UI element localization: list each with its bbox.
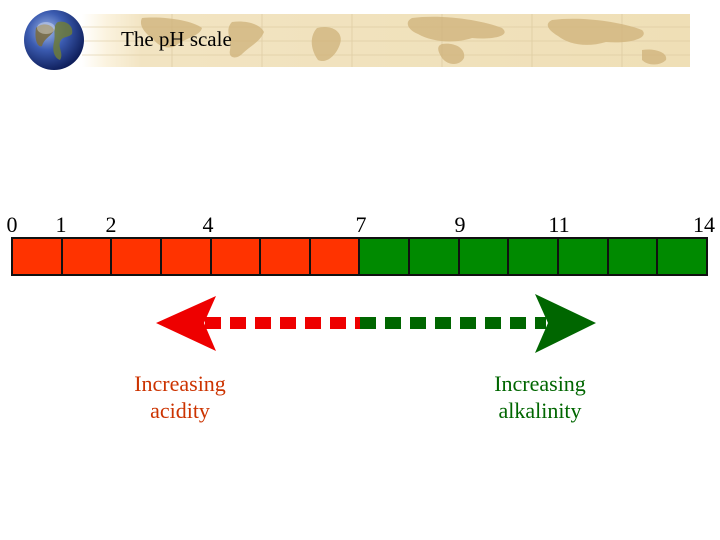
acid-segment-1	[62, 239, 113, 274]
tick-label-0: 0	[6, 212, 18, 237]
alkalinity-caption: Increasing alkalinity	[440, 370, 640, 424]
page-title: The pH scale	[121, 27, 232, 51]
title-banner	[82, 14, 690, 67]
acidity-caption-line2: acidity	[150, 398, 210, 423]
alkalinity-caption-line1: Increasing	[494, 371, 586, 396]
tick-label-9: 9	[454, 212, 466, 237]
alkali-segment-10	[509, 239, 560, 274]
acidity-caption: Increasing acidity	[80, 370, 280, 424]
acid-segment-3	[161, 239, 212, 274]
ph-scale-bar	[11, 237, 708, 276]
alkali-segment-11	[559, 239, 609, 274]
alkali-segment-9	[459, 239, 510, 274]
acid-segment-0	[13, 239, 63, 274]
tick-label-14: 14	[693, 212, 715, 237]
tick-label-7: 7	[355, 212, 367, 237]
tick-label-2: 2	[105, 212, 117, 237]
alkali-arrowhead	[535, 294, 596, 353]
globe-icon	[24, 10, 84, 70]
world-map-background	[82, 14, 690, 67]
tick-label-11: 11	[548, 212, 570, 237]
acid-arrowhead	[156, 296, 216, 351]
alkali-segment-7	[360, 239, 411, 274]
acidity-caption-line1: Increasing	[134, 371, 226, 396]
acid-segment-2	[112, 239, 162, 274]
alkali-segment-8	[410, 239, 460, 274]
acid-segment-4	[211, 239, 262, 274]
alkali-segment-13	[658, 239, 706, 274]
acid-segment-5	[261, 239, 311, 274]
alkalinity-caption-line2: alkalinity	[498, 398, 582, 423]
alkali-segment-12	[608, 239, 659, 274]
tick-label-1: 1	[55, 212, 67, 237]
tick-label-4: 4	[202, 212, 214, 237]
acid-segment-6	[310, 239, 361, 274]
